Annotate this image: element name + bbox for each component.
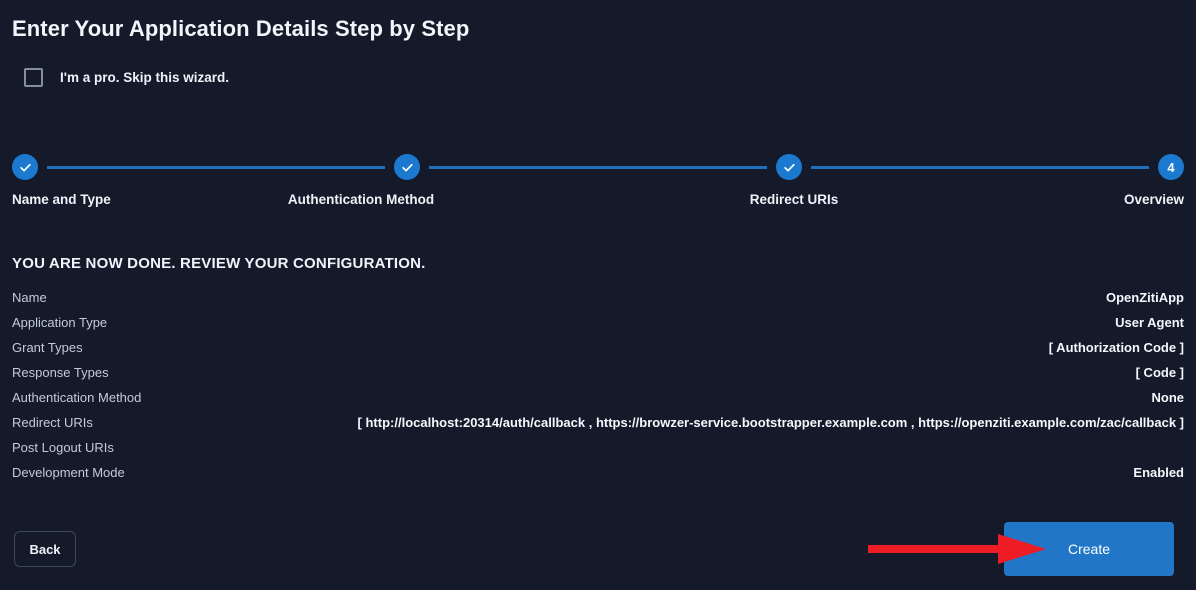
summary-label: Redirect URIs xyxy=(12,415,93,430)
stepper-connector-1 xyxy=(47,165,385,169)
summary-row-application-type: Application Type User Agent xyxy=(12,315,1184,340)
stepper-connector-2 xyxy=(429,165,767,169)
stepper-connector-3 xyxy=(811,165,1149,169)
step-label-redirect-uris[interactable]: Redirect URIs xyxy=(749,192,839,207)
step-label-authentication-method[interactable]: Authentication Method xyxy=(287,192,435,207)
check-icon xyxy=(783,161,796,174)
step-number: 4 xyxy=(1167,159,1175,175)
step-node-authentication-method[interactable] xyxy=(394,154,420,180)
summary-label: Development Mode xyxy=(12,465,125,480)
summary-row-grant-types: Grant Types [ Authorization Code ] xyxy=(12,340,1184,365)
summary-value: [ Authorization Code ] xyxy=(1048,340,1184,355)
wizard-stepper: 4 Name and Type Authentication Method Re… xyxy=(12,154,1184,216)
back-button[interactable]: Back xyxy=(14,531,76,567)
summary-label: Response Types xyxy=(12,365,109,380)
skip-wizard-checkbox[interactable] xyxy=(24,68,43,87)
summary-row-authentication-method: Authentication Method None xyxy=(12,390,1184,415)
summary-label: Grant Types xyxy=(12,340,83,355)
check-icon xyxy=(19,161,32,174)
step-node-overview[interactable]: 4 xyxy=(1158,154,1184,180)
stepper-track: 4 xyxy=(12,154,1184,180)
summary-value: Enabled xyxy=(1133,465,1184,480)
skip-wizard-row: I'm a pro. Skip this wizard. xyxy=(24,68,229,87)
step-label-overview[interactable]: Overview xyxy=(1123,192,1184,207)
summary-label: Post Logout URIs xyxy=(12,440,114,455)
skip-wizard-label: I'm a pro. Skip this wizard. xyxy=(60,70,229,85)
step-node-name-and-type[interactable] xyxy=(12,154,38,180)
create-button[interactable]: Create xyxy=(1004,522,1174,576)
step-label-name-and-type[interactable]: Name and Type xyxy=(12,192,111,207)
summary-row-response-types: Response Types [ Code ] xyxy=(12,365,1184,390)
summary-value: [ Code ] xyxy=(1135,365,1184,380)
summary-value: OpenZitiApp xyxy=(1106,290,1184,305)
check-icon xyxy=(401,161,414,174)
review-heading: YOU ARE NOW DONE. REVIEW YOUR CONFIGURAT… xyxy=(12,255,426,272)
summary-row-development-mode: Development Mode Enabled xyxy=(12,465,1184,490)
configuration-summary: Name OpenZitiApp Application Type User A… xyxy=(12,290,1184,490)
summary-label: Authentication Method xyxy=(12,390,142,405)
summary-label: Name xyxy=(12,290,47,305)
page-title: Enter Your Application Details Step by S… xyxy=(12,16,470,41)
summary-row-post-logout-uris: Post Logout URIs xyxy=(12,440,1184,465)
summary-value: [ http://localhost:20314/auth/callback ,… xyxy=(357,415,1184,430)
stepper-labels: Name and Type Authentication Method Redi… xyxy=(12,192,1184,212)
summary-row-redirect-uris: Redirect URIs [ http://localhost:20314/a… xyxy=(12,415,1184,440)
summary-label: Application Type xyxy=(12,315,108,330)
summary-row-name: Name OpenZitiApp xyxy=(12,290,1184,315)
step-node-redirect-uris[interactable] xyxy=(776,154,802,180)
summary-value: None xyxy=(1151,390,1185,405)
summary-value: User Agent xyxy=(1115,315,1184,330)
